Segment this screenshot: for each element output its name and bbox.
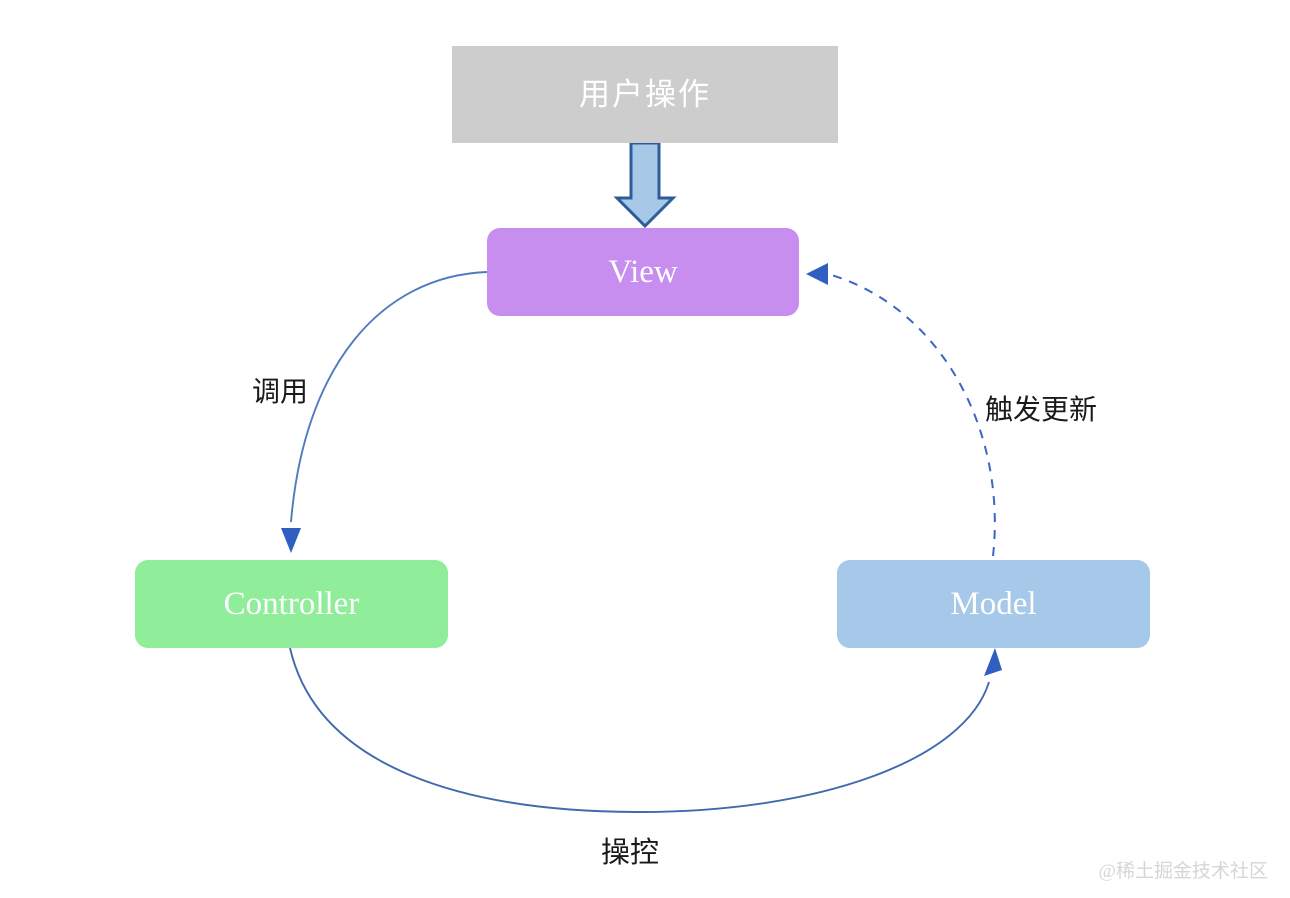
edge-model-to-view [806, 263, 996, 557]
edge-user-action-to-view [613, 141, 677, 229]
edge-view-to-controller-path [290, 271, 488, 523]
node-user-action-label: 用户操作 [579, 77, 711, 112]
node-user-action[interactable]: 用户操作 [452, 46, 838, 143]
node-model[interactable]: Model [837, 560, 1150, 648]
edge-controller-to-model-path [289, 647, 990, 813]
block-arrow-down-icon [613, 141, 677, 229]
edge-view-to-controller [281, 271, 488, 553]
edge-label-invoke: 调用 [252, 377, 309, 408]
edge-label-trigger-update: 触发更新 [985, 395, 1098, 426]
node-view-label: View [608, 253, 678, 290]
node-controller-label: Controller [223, 585, 360, 622]
edge-label-manipulate: 操控 [601, 837, 660, 869]
edge-controller-to-model-arrowhead [984, 648, 1002, 676]
edge-model-to-view-path [827, 273, 996, 557]
watermark: @稀土掘金技术社区 [1098, 861, 1269, 882]
edge-model-to-view-arrowhead [806, 263, 828, 285]
node-controller[interactable]: Controller [135, 560, 448, 648]
node-view[interactable]: View [487, 228, 799, 316]
node-model-label: Model [950, 585, 1037, 622]
edge-controller-to-model [289, 647, 1002, 813]
edge-view-to-controller-arrowhead [281, 528, 301, 553]
